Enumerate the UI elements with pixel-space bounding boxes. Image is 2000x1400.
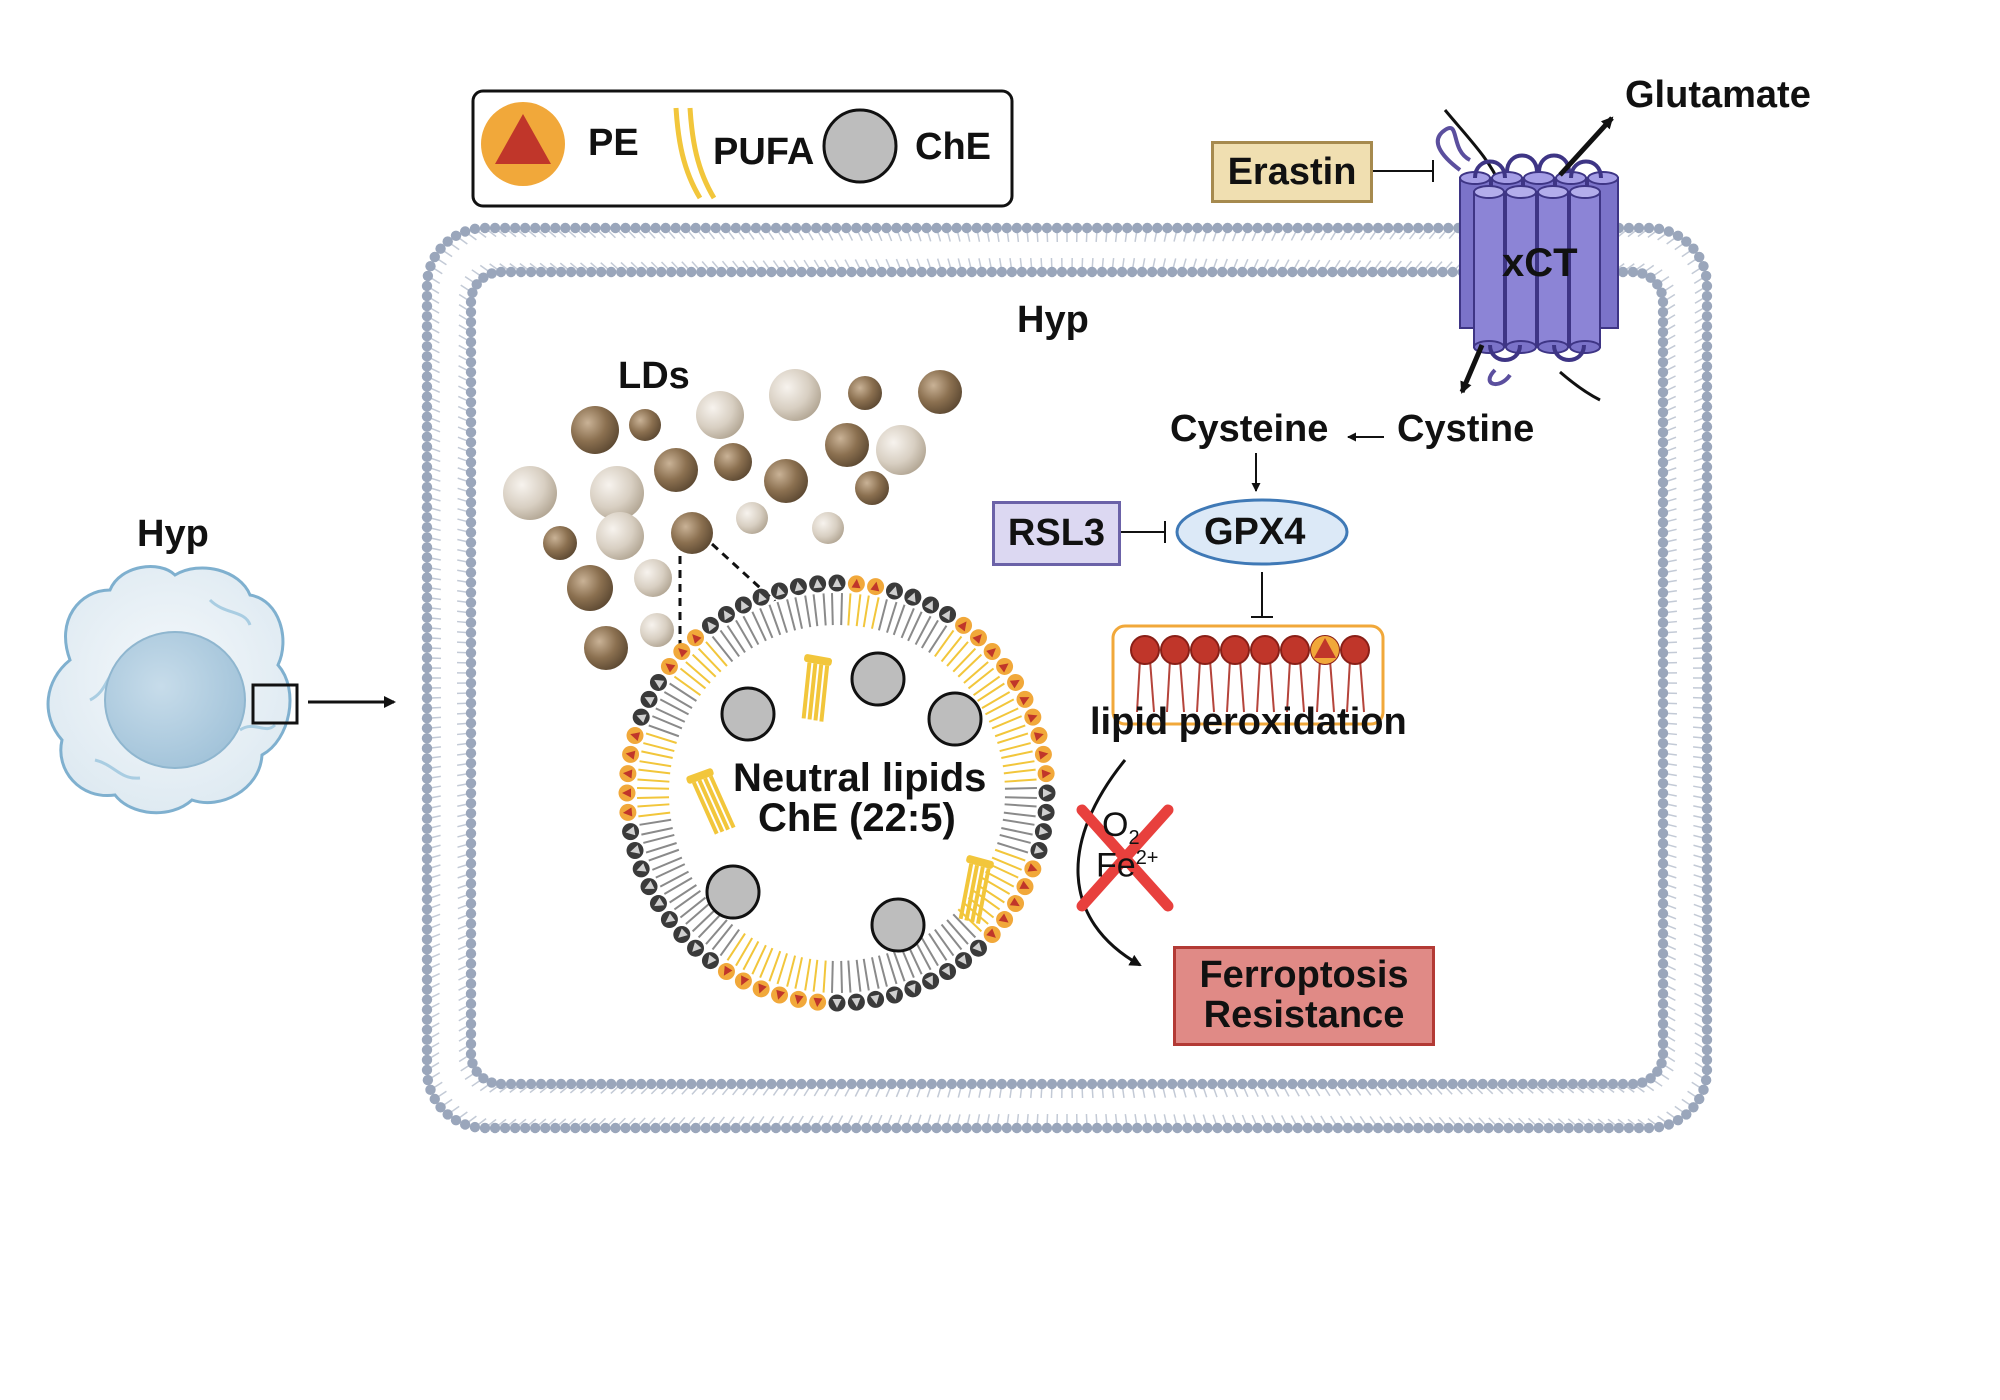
lds-label: LDs <box>618 355 690 397</box>
peroxidized-lipids <box>1111 624 1385 726</box>
outcome-line-1: Ferroptosis <box>1199 954 1409 997</box>
gpx4-node <box>1175 498 1349 566</box>
outcome-line-2: Resistance <box>1203 994 1405 1036</box>
cell-membrane <box>421 222 1713 1134</box>
cell-label: Hyp <box>137 513 209 555</box>
glutamate-arrow <box>1558 116 1614 177</box>
legend-pe-label: PE <box>588 122 639 164</box>
rsl3-inhibition <box>1121 521 1166 543</box>
o2-label: O2 <box>1102 806 1140 849</box>
lipid-droplet-detail <box>618 574 1056 1012</box>
legend-pufa-label: PUFA <box>713 131 815 173</box>
pe-legend-icon <box>481 102 565 186</box>
che-species-label: ChE (22:5) <box>758 796 956 840</box>
erastin-box: Erastin <box>1211 141 1373 203</box>
neutral-lipids-label: Neutral lipids <box>733 756 987 800</box>
cell-icon <box>46 565 299 815</box>
zoom-line-right <box>710 542 782 608</box>
ferroptosis-resistance-box: Ferroptosis Resistance <box>1173 946 1435 1046</box>
nucleus <box>104 631 246 769</box>
lipid-droplets <box>503 369 962 670</box>
cystine-in-arrow <box>1459 344 1485 394</box>
zoom-box <box>251 683 299 725</box>
che-legend-icon <box>822 108 898 184</box>
o2-fe-curved-arrow <box>1076 759 1142 967</box>
xct-transporter <box>1435 109 1619 402</box>
legend-che-label: ChE <box>915 126 991 168</box>
pufa-legend-icon <box>673 107 717 200</box>
xct-label: xCT <box>1502 241 1578 285</box>
legend <box>471 89 1014 208</box>
fe-label: Fe2+ <box>1096 846 1159 885</box>
block-x-icon <box>1076 804 1174 912</box>
membrane-label: Hyp <box>1017 299 1089 341</box>
cysteine-label: Cysteine <box>1170 408 1329 450</box>
gpx4-inhibition <box>1251 572 1273 618</box>
erastin-inhibition <box>1373 160 1434 182</box>
cystine-label: Cystine <box>1397 408 1535 450</box>
gpx4-label: GPX4 <box>1204 511 1306 553</box>
glutamate-label: Glutamate <box>1625 74 1811 116</box>
rsl3-box: RSL3 <box>992 501 1121 566</box>
lipid-peroxidation-label: lipid peroxidation <box>1090 701 1407 743</box>
